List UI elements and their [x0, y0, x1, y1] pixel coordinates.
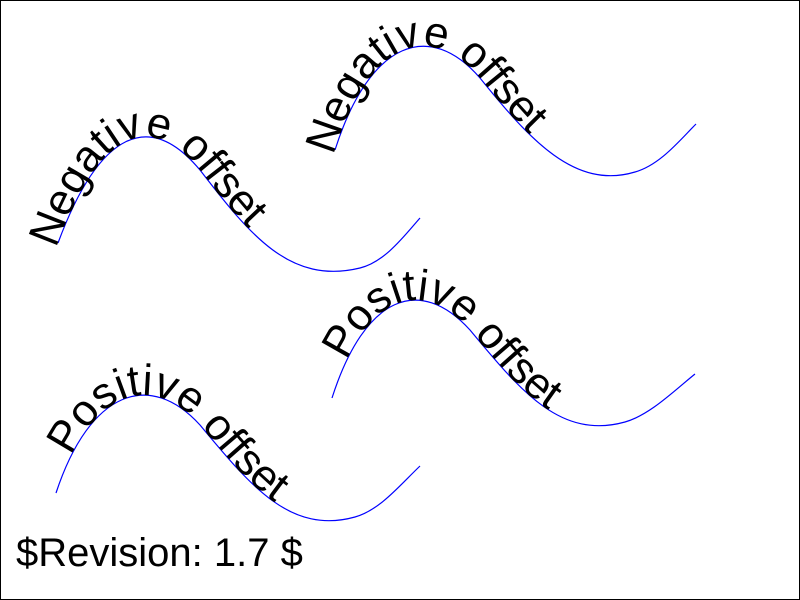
- path-text-label: Positive offset: [312, 261, 571, 418]
- path-text: Negative offset: [20, 97, 278, 252]
- path-text-label: Negative offset: [296, 7, 557, 159]
- sample-negative-offset-2: Negative offset: [296, 7, 697, 177]
- revision-label: $Revision: 1.7 $: [16, 531, 303, 575]
- path-text: Positive offset: [312, 261, 571, 418]
- sample-negative-offset-1: Negative offset: [20, 97, 421, 272]
- sample-positive-offset-2: Positive offset: [312, 261, 696, 427]
- path-text-label: Positive offset: [37, 356, 298, 510]
- sample-positive-offset-1: Positive offset: [37, 356, 421, 522]
- path-text: Positive offset: [37, 356, 298, 510]
- path-text: Negative offset: [296, 7, 557, 159]
- path-text-label: Negative offset: [20, 97, 278, 252]
